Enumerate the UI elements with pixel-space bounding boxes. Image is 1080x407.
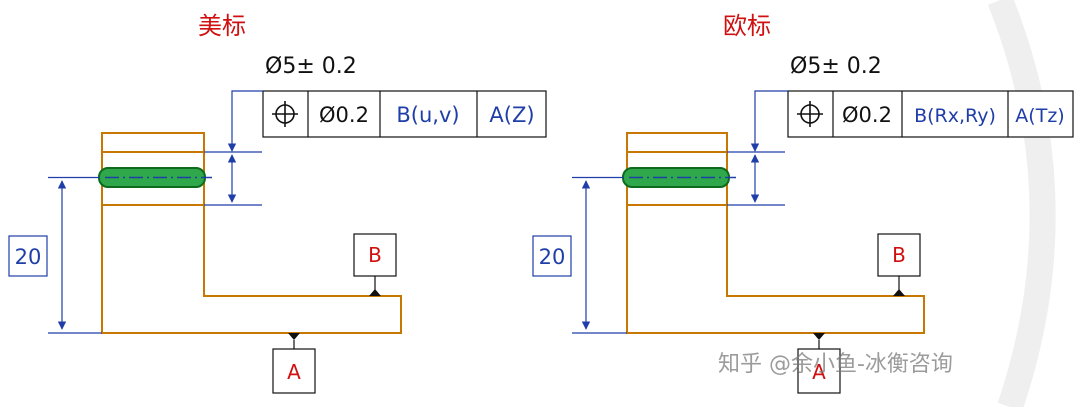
- position-symbol-icon: [272, 101, 298, 127]
- right-datum-b-triangle: [893, 289, 905, 296]
- position-symbol-icon: [797, 101, 823, 127]
- left-fcf-leader: [227, 90, 263, 152]
- left-basic-dim-box: [8, 235, 48, 277]
- right-basic-dim-box: [532, 235, 572, 277]
- right-fcf-tolerance: Ø0.2: [842, 103, 892, 127]
- right-datum-b-label: B: [892, 243, 906, 267]
- right-panel: 欧标 Ø5± 0.2 Ø0.2 B(Rx,Ry) A(Tz): [532, 12, 1074, 394]
- left-fcf-tolerance: Ø0.2: [319, 103, 369, 127]
- right-fcf-leader: [750, 90, 788, 152]
- right-datum-a-triangle: [813, 333, 825, 340]
- right-hole-callout: Ø5± 0.2: [790, 54, 882, 79]
- left-datum-b-label: B: [368, 243, 382, 267]
- left-datum-a-label: A: [287, 360, 301, 384]
- left-datum-b-triangle: [369, 289, 381, 296]
- left-panel: 美标 Ø5± 0.2 Ø0.2 B(u,v) A(Z): [8, 12, 547, 394]
- left-fcf-datum-b: B(u,v): [396, 103, 459, 127]
- watermark-text: 知乎 @余小鱼-冰衡咨询: [718, 352, 953, 377]
- left-title: 美标: [198, 12, 246, 40]
- right-datum-a-label: A: [812, 360, 826, 384]
- left-part-outline: [101, 132, 402, 334]
- left-basic-dim-value: 20: [15, 245, 42, 269]
- right-part-outline: [626, 132, 925, 334]
- right-datum-b-box: [877, 233, 921, 277]
- right-fcf-datum-b: B(Rx,Ry): [914, 105, 996, 127]
- left-datum-a-box: [272, 348, 316, 394]
- left-hole-callout: Ø5± 0.2: [265, 54, 357, 79]
- left-fcf-datum-a: A(Z): [489, 103, 534, 127]
- left-datum-a-triangle: [288, 333, 300, 340]
- left-feature-control-frame: Ø0.2 B(u,v) A(Z): [262, 90, 547, 138]
- right-datum-a-box: [797, 348, 841, 394]
- right-basic-dim-value: 20: [539, 245, 566, 269]
- right-fcf-datum-a: A(Tz): [1015, 105, 1064, 127]
- background-swoosh: [987, 0, 1056, 407]
- right-feature-control-frame: Ø0.2 B(Rx,Ry) A(Tz): [787, 90, 1074, 138]
- right-title: 欧标: [723, 12, 771, 40]
